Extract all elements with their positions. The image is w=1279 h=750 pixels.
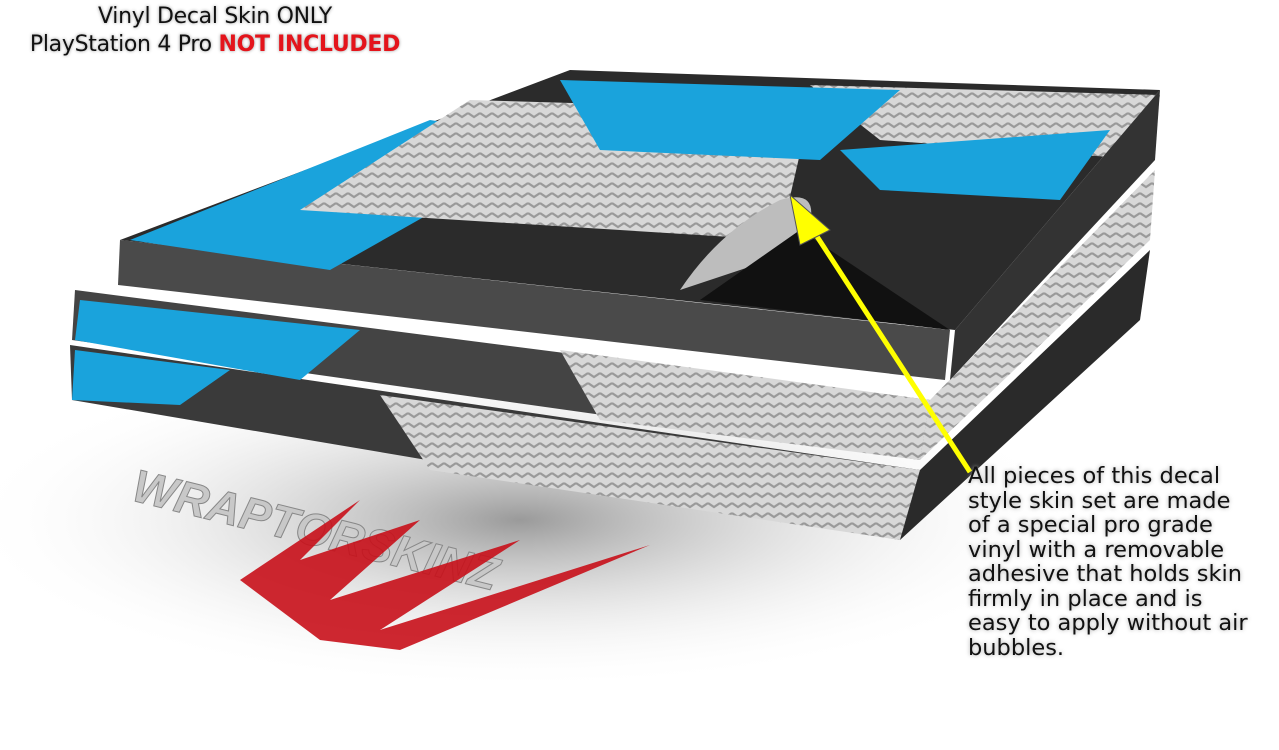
product-name: PlayStation 4 Pro: [29, 32, 212, 57]
arrow-icon: [789, 193, 973, 474]
product-description: All pieces of this decal style skin set …: [968, 463, 1248, 661]
not-included-warning: NOT INCLUDED: [218, 32, 401, 57]
console: [70, 70, 1160, 540]
header-line-2: PlayStation 4 Pro NOT INCLUDED: [0, 32, 430, 57]
header-line-1: Vinyl Decal Skin ONLY: [98, 4, 332, 29]
